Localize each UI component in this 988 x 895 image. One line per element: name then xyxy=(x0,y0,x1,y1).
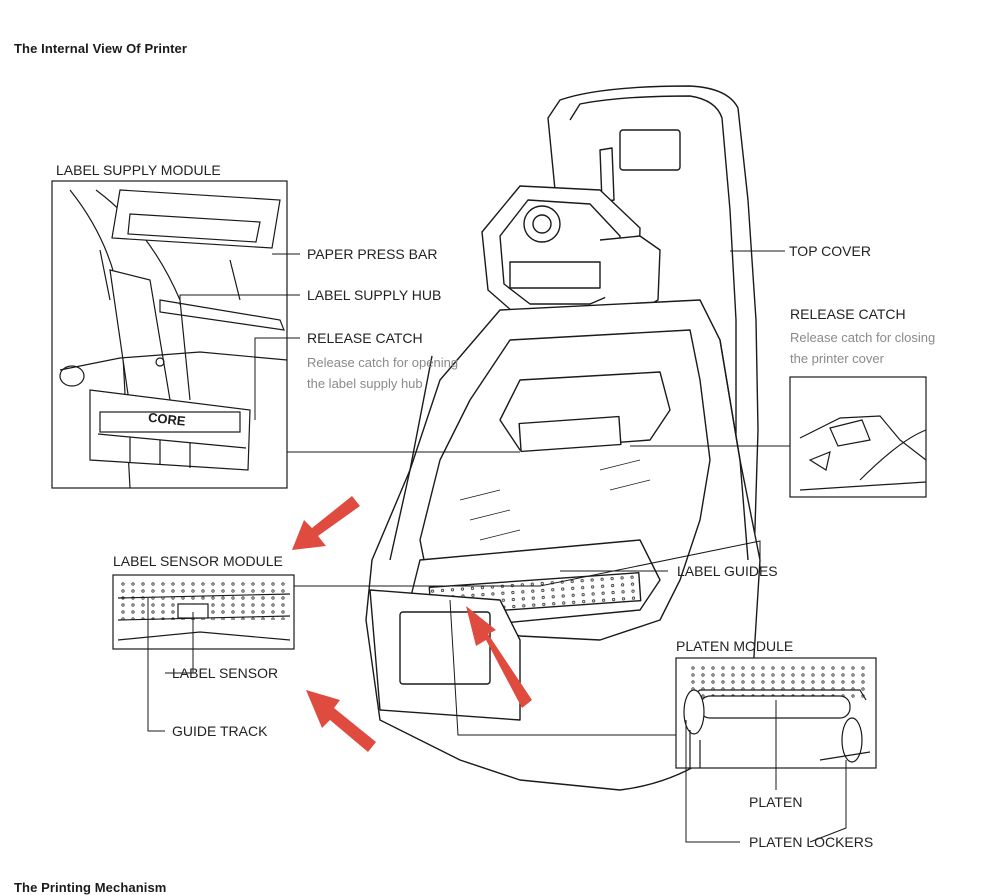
release-catch-right-desc-2: the printer cover xyxy=(790,351,884,366)
leader-lines xyxy=(147,250,847,843)
paper-press-bar-label: PAPER PRESS BAR xyxy=(307,246,438,262)
red-arrow-icon xyxy=(292,496,532,752)
label-sensor-label: LABEL SENSOR xyxy=(172,665,279,681)
label-sensor-module-inset xyxy=(112,574,295,650)
label-supply-module-inset xyxy=(51,180,288,489)
release-catch-right-label: RELEASE CATCH xyxy=(790,306,906,322)
label-supply-hub-label: LABEL SUPPLY HUB xyxy=(307,287,442,303)
core-text: CORE xyxy=(147,410,186,429)
top-cover-label: TOP COVER xyxy=(789,243,871,259)
guide-track-label: GUIDE TRACK xyxy=(172,723,268,739)
release-catch-right-desc-1: Release catch for closing xyxy=(790,330,936,345)
label-sensor-module-title: LABEL SENSOR MODULE xyxy=(113,553,283,569)
release-catch-left-desc-1: Release catch for opening xyxy=(307,355,459,370)
release-catch-left-label: RELEASE CATCH xyxy=(307,330,423,346)
platen-lockers-label: PLATEN LOCKERS xyxy=(749,834,874,850)
label-supply-module-title: LABEL SUPPLY MODULE xyxy=(56,162,221,178)
label-guides-label: LABEL GUIDES xyxy=(677,563,778,579)
platen-module-title: PLATEN MODULE xyxy=(676,638,794,654)
page-title: The Internal View Of Printer xyxy=(14,41,188,56)
release-catch-left-desc-2: the label supply hub xyxy=(307,376,423,391)
release-catch-inset xyxy=(789,376,927,498)
printer-illustration xyxy=(365,85,761,791)
platen-label: PLATEN xyxy=(749,794,803,810)
